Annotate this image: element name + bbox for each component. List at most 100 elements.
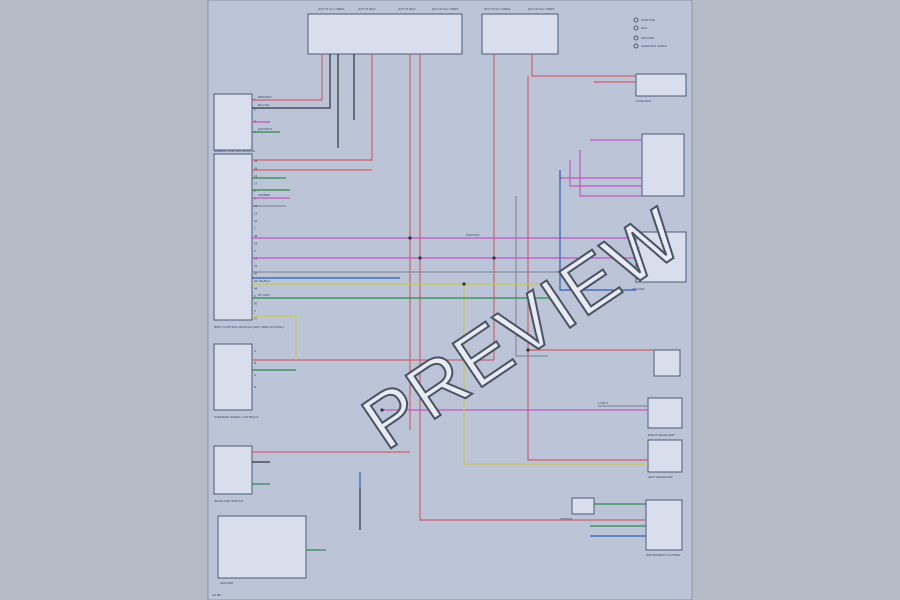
legend-marker-1 xyxy=(633,17,639,23)
wire-label-4: VIO/BRN xyxy=(258,193,270,197)
steering-label: STEERING WHEEL CONTROLS xyxy=(214,415,258,419)
instrument-cluster-label: INSTRUMENT CLUSTER xyxy=(646,553,681,557)
wire-label-2: BLK/YEL xyxy=(258,103,271,107)
fuse-box-label: FUSE BOX xyxy=(636,99,651,103)
pin-number: 1 xyxy=(638,237,640,241)
junction-2 xyxy=(418,256,422,260)
pin-number: 14 xyxy=(254,212,258,216)
pin-number: 3 xyxy=(254,309,256,313)
fuse-label-6: HOT AT ALL TIMES xyxy=(528,7,554,11)
pin-number: 29 xyxy=(254,242,258,246)
wire-grey-2 xyxy=(515,196,548,357)
wire-label-7: LT BLU xyxy=(598,401,608,405)
legend-marker-4 xyxy=(633,43,639,49)
right-headlamp-box xyxy=(647,397,683,429)
relay-box xyxy=(635,231,687,283)
wire-magenta-4 xyxy=(579,150,642,197)
fuse-box-left xyxy=(307,13,463,55)
dimmer-module-label: DIMMER LIGHTING MODULE xyxy=(214,149,255,153)
pin-number: 31 xyxy=(254,204,258,208)
legend-item-1: POSITIVE xyxy=(641,18,655,22)
pin-number: 5 xyxy=(254,197,256,201)
pin-number: 2 xyxy=(638,246,640,250)
pin-number: 2 xyxy=(254,108,256,112)
pin-number: 42 xyxy=(254,219,258,223)
ground-label: GROUND xyxy=(220,581,234,585)
steer-pin-numbers: A B C D xyxy=(254,349,257,389)
legend-marker-3 xyxy=(633,35,639,41)
wire-labels: RED/WHT BLK/YEL GRN/WHT VIO/BRN YEL/BLU … xyxy=(258,95,608,405)
fuse-label-5: HOT AT ALL TIMES xyxy=(484,7,510,11)
page-label: SG BP xyxy=(212,593,221,597)
headlamp-switch-box xyxy=(213,445,253,495)
wire-red-v1 xyxy=(252,54,323,101)
pin-number: 12 xyxy=(254,174,258,178)
wire-yellow-3 xyxy=(463,284,648,465)
junction-1 xyxy=(408,236,412,240)
fuse-label-3: HOT IN RUN xyxy=(398,7,415,11)
small-mid-box xyxy=(571,497,595,515)
pin-number: A xyxy=(254,349,256,353)
wire-magenta-5 xyxy=(569,160,642,187)
wire-label-6: DK GRN xyxy=(258,293,270,297)
pin-number: 19 xyxy=(254,257,258,261)
pin-number: 3 xyxy=(638,255,640,259)
pin-number: 4 xyxy=(254,189,256,193)
wire-red-v2 xyxy=(252,54,373,161)
junctions xyxy=(380,236,530,412)
pin-number: 26 xyxy=(254,159,258,163)
pin-number: 33 xyxy=(254,264,258,268)
left-components xyxy=(213,93,307,579)
top-right-module xyxy=(635,73,687,97)
pin-number: 9 xyxy=(254,294,256,298)
steering-controls-box xyxy=(213,343,253,411)
pin-number: 4 xyxy=(638,264,640,268)
left-component-labels: DIMMER LIGHTING MODULE BODY CONTROL MODU… xyxy=(214,149,284,585)
left-headlamp-label: LEFT HEADLAMP xyxy=(648,475,673,479)
legend-item-2: ECU xyxy=(641,26,647,30)
pin-number: 50 xyxy=(254,302,258,306)
wire-blue-1 xyxy=(559,170,636,291)
pin-number: B xyxy=(254,361,256,365)
pin-number: 44 xyxy=(254,287,258,291)
junction-6 xyxy=(380,408,384,412)
pin-number: D xyxy=(254,385,257,389)
legend-item-3: GROUND xyxy=(641,36,655,40)
pin-number: C xyxy=(254,373,257,377)
pin-number: 27 xyxy=(254,317,258,321)
headlamp-switch-label: HEADLAMP SWITCH xyxy=(214,499,243,503)
pin-number: 1 xyxy=(254,97,256,101)
small-right-box xyxy=(653,349,681,377)
legend-marker-2 xyxy=(633,25,639,31)
wire-red-v7 xyxy=(527,76,648,461)
wire-black-1 xyxy=(252,54,331,109)
legend-item-4: SHIELDED CABLE xyxy=(641,44,667,48)
right-component-labels: FUSE BOX TRAILER RIGHT HEADLAMP LEFT HEA… xyxy=(560,99,681,557)
wire-label-3: GRN/WHT xyxy=(258,127,272,131)
bcm-box xyxy=(213,153,253,321)
pin-number: 25 xyxy=(254,279,258,283)
wire-label-8: PNK/WHT xyxy=(466,233,480,237)
fuse-box-group xyxy=(307,13,559,55)
pin-number: 38 xyxy=(254,234,258,238)
wire-label-1: RED/WHT xyxy=(258,95,272,99)
pin-number: 60 xyxy=(254,272,258,276)
bcm-label: BODY CONTROL MODULE (LEFT SIDE OF DASH) xyxy=(214,325,284,329)
junction-3 xyxy=(492,256,496,260)
junction-4 xyxy=(462,282,466,286)
left-headlamp-box xyxy=(647,439,683,473)
legend: POSITIVE ECU GROUND SHIELDED CABLE xyxy=(633,17,667,49)
dimmer-label: DIMMER xyxy=(560,517,573,521)
wires xyxy=(252,54,654,551)
pin-number: 4 xyxy=(254,130,256,134)
right-headlamp-label: RIGHT HEADLAMP xyxy=(648,433,675,437)
instrument-cluster-box xyxy=(645,499,683,551)
pin-number: 2 xyxy=(254,249,256,253)
fuse-box-right xyxy=(481,13,559,55)
trailer-label: TRAILER xyxy=(632,287,646,291)
bottom-left-module xyxy=(217,515,307,579)
